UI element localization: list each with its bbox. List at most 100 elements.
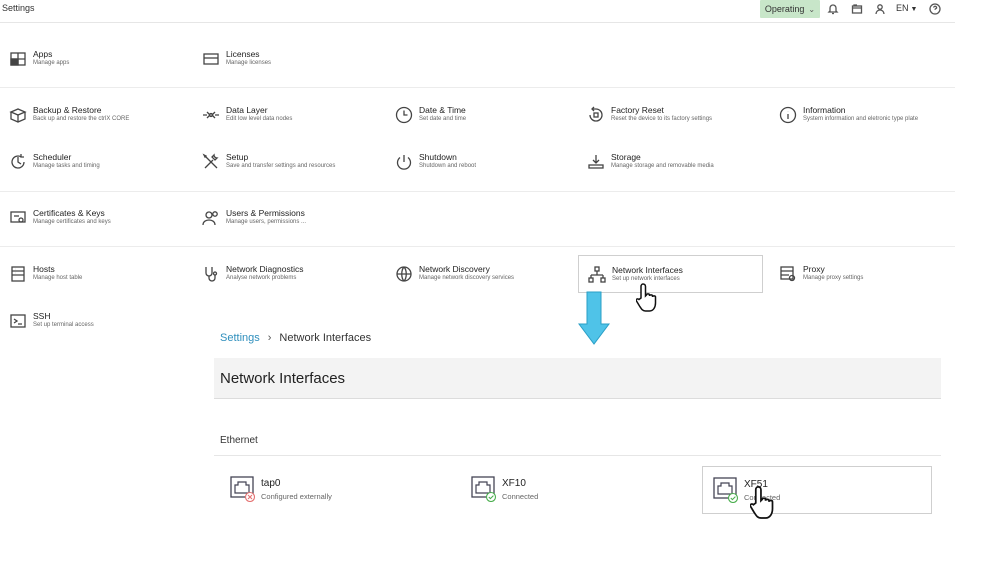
tile-data-layer[interactable]: Data Layer Edit low level data nodes — [193, 96, 378, 134]
tile-shutdown[interactable]: Shutdown Shutdown and reboot — [386, 143, 571, 181]
tile-title: Storage — [611, 152, 641, 162]
divider — [0, 246, 955, 247]
interface-name: tap0 — [261, 478, 281, 489]
operating-mode-button[interactable]: Operating ⌄ — [760, 0, 820, 18]
language-selector[interactable]: EN▼ — [896, 3, 917, 13]
interface-name: XF51 — [744, 479, 768, 490]
tile-ssh[interactable]: SSH Set up terminal access — [0, 302, 185, 340]
tile-network-diagnostics[interactable]: Network Diagnostics Analyse network prob… — [193, 255, 378, 293]
tile-subtitle: Manage network discovery services — [419, 275, 515, 281]
top-bar: Settings Operating ⌄ EN▼ — [0, 0, 955, 23]
tile-subtitle: Save and transfer settings and resources — [226, 163, 336, 169]
power-icon — [395, 153, 413, 171]
proxy-icon — [779, 265, 797, 283]
tile-title: SSH — [33, 311, 51, 321]
breadcrumb-current: Network Interfaces — [279, 332, 372, 344]
tile-scheduler[interactable]: Scheduler Manage tasks and timing — [0, 143, 185, 181]
user-icon[interactable] — [873, 2, 887, 16]
tools-icon — [202, 153, 220, 171]
tile-licenses[interactable]: Licenses Manage licenses — [193, 40, 378, 78]
tile-subtitle: Manage users, permissions ... — [226, 219, 307, 225]
interface-name: XF10 — [502, 478, 526, 489]
tile-subtitle: Shutdown and reboot — [419, 163, 477, 169]
interface-status: Configured externally — [261, 492, 332, 501]
datalayer-icon — [202, 106, 220, 124]
page-title: Network Interfaces — [220, 370, 346, 387]
help-icon[interactable] — [928, 2, 942, 16]
tile-subtitle: Set up network interfaces — [612, 276, 680, 282]
tile-proxy[interactable]: Proxy Manage proxy settings — [770, 255, 955, 293]
network-icon — [588, 266, 606, 284]
ethernet-port-icon — [713, 477, 739, 503]
interface-card-tap0[interactable]: tap0 Configured externally — [220, 466, 450, 514]
tile-apps[interactable]: Apps Manage apps — [0, 40, 185, 78]
tile-title: Apps — [33, 49, 53, 59]
tile-network-discovery[interactable]: Network Discovery Manage network discove… — [386, 255, 571, 293]
section-title: Ethernet — [220, 435, 258, 446]
clock-icon — [395, 106, 413, 124]
storage-icon — [587, 153, 605, 171]
tile-subtitle: Manage host table — [33, 275, 83, 281]
tile-hosts[interactable]: Hosts Manage host table — [0, 255, 185, 293]
tile-title: Network Interfaces — [612, 265, 683, 275]
caret-down-icon: ▼ — [910, 6, 918, 13]
tile-title: Scheduler — [33, 152, 72, 162]
tile-title: Network Diagnostics — [226, 264, 304, 274]
tile-title: Proxy — [803, 264, 825, 274]
ethernet-port-icon — [471, 476, 497, 502]
tile-users-permissions[interactable]: Users & Permissions Manage users, permis… — [193, 199, 378, 237]
globe-icon — [395, 265, 413, 283]
interface-card-xf10[interactable]: XF10 Connected — [461, 466, 691, 514]
tile-subtitle: System information and eletronic type pl… — [803, 116, 919, 122]
tile-network-interfaces[interactable]: Network Interfaces Set up network interf… — [578, 255, 763, 293]
operating-mode-label: Operating — [764, 4, 805, 14]
breadcrumb-settings-link[interactable]: Settings — [220, 332, 260, 344]
tile-title: Date & Time — [419, 105, 466, 115]
tile-date-time[interactable]: Date & Time Set date and time — [386, 96, 571, 134]
tile-subtitle: Manage apps — [33, 60, 70, 66]
tile-title: Backup & Restore — [33, 105, 102, 115]
tile-subtitle: Edit low level data nodes — [226, 116, 293, 122]
divider — [214, 455, 941, 456]
tile-subtitle: Back up and restore the ctrlX CORE — [33, 116, 130, 122]
chevron-right-icon: › — [267, 332, 272, 344]
tile-title: Network Discovery — [419, 264, 490, 274]
tile-title: Certificates & Keys — [33, 208, 105, 218]
language-label: EN — [896, 3, 909, 13]
tile-storage[interactable]: Storage Manage storage and removable med… — [578, 143, 763, 181]
tile-backup-restore[interactable]: Backup & Restore Back up and restore the… — [0, 96, 185, 134]
tile-title: Licenses — [226, 49, 260, 59]
tile-title: Factory Reset — [611, 105, 664, 115]
folder-icon[interactable] — [850, 2, 864, 16]
interface-card-xf51[interactable]: XF51 Connected — [702, 466, 932, 514]
tile-subtitle: Manage certificates and keys — [33, 219, 111, 225]
tile-factory-reset[interactable]: Factory Reset Reset the device to its fa… — [578, 96, 763, 134]
bell-icon[interactable] — [826, 2, 840, 16]
tile-subtitle: Analyse network problems — [226, 275, 297, 281]
apps-icon — [9, 50, 27, 68]
box-icon — [9, 106, 27, 124]
hosts-icon — [9, 265, 27, 283]
tile-title: Users & Permissions — [226, 208, 305, 218]
interface-status: Connected — [744, 493, 781, 502]
license-icon — [202, 50, 220, 68]
tile-subtitle: Set date and time — [419, 116, 467, 122]
divider — [0, 87, 955, 88]
hand-cursor-icon — [636, 283, 657, 312]
tile-subtitle: Reset the device to its factory settings — [611, 116, 713, 122]
tile-title: Shutdown — [419, 152, 457, 162]
tile-title: Data Layer — [226, 105, 268, 115]
tile-setup[interactable]: Setup Save and transfer settings and res… — [193, 143, 378, 181]
chevron-down-icon: ⌄ — [808, 4, 816, 14]
hand-cursor-icon — [750, 485, 774, 519]
divider — [0, 191, 955, 192]
arrow-down-icon — [578, 291, 610, 345]
tile-subtitle: Manage licenses — [226, 60, 272, 66]
users-icon — [202, 209, 220, 227]
tile-certificates-keys[interactable]: Certificates & Keys Manage certificates … — [0, 199, 185, 237]
interface-status: Connected — [502, 492, 539, 501]
terminal-icon — [9, 312, 27, 330]
tile-information[interactable]: Information System information and eletr… — [770, 96, 955, 134]
tile-title: Setup — [226, 152, 249, 162]
tile-subtitle: Set up terminal access — [33, 322, 94, 328]
